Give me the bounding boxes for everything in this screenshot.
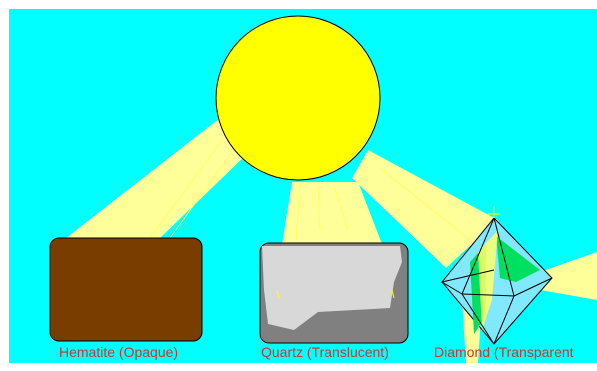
hematite-block xyxy=(50,238,202,341)
sun-icon xyxy=(216,16,380,180)
diamond-caption: Diamond (Transparent xyxy=(434,344,574,360)
sky-panel xyxy=(9,9,597,363)
quartz-caption: Quartz (Translucent) xyxy=(261,344,389,360)
hematite-caption: Hematite (Opaque) xyxy=(59,344,178,360)
